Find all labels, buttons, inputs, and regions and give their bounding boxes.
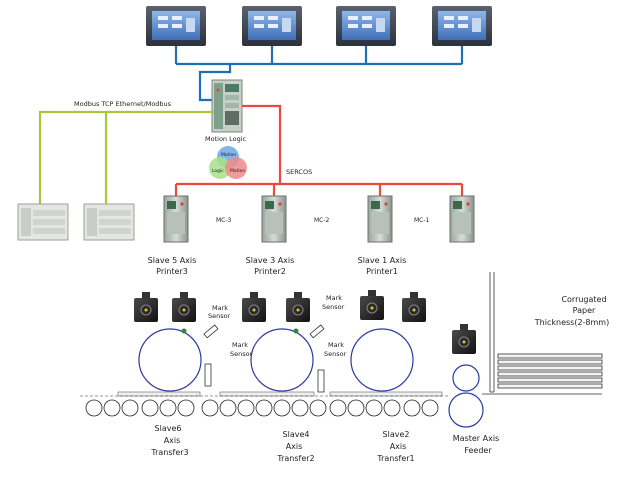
slave6-label-line1: Slave6 (155, 424, 182, 433)
transfer-rollers (85, 399, 439, 417)
transfer-roller (403, 399, 421, 417)
transfer-roller (121, 399, 139, 417)
slave1-printer-label: Printer1 (366, 267, 398, 276)
transfer-roller (159, 399, 177, 417)
hmi-panel-icon (336, 6, 396, 46)
slave2-label-line3: Transfer1 (376, 454, 414, 463)
slave5-printer-label: Printer3 (156, 267, 188, 276)
paper-label-line3: Thickness(2-8mm) (534, 318, 609, 327)
venn-left-label: Logic (212, 168, 224, 174)
paper-web (80, 391, 450, 397)
master-axis-label-line2: Feeder (464, 446, 492, 455)
hmi-panels (146, 6, 492, 46)
transfer-roller (141, 399, 159, 417)
fieldbus-line (38, 110, 214, 204)
mark-sensor-label-4a: Mark (328, 341, 344, 349)
transfer-roller (383, 399, 401, 417)
mark-sensor-label-2b: Sensor (322, 303, 345, 311)
mark-dot (181, 328, 187, 334)
transfer-roller (255, 399, 273, 417)
mark-dot (293, 328, 299, 334)
transfer-roller (85, 399, 103, 417)
transfer-roller (291, 399, 309, 417)
servo-motor-icon (360, 290, 384, 320)
transfer-roller (309, 399, 327, 417)
paper-stack (482, 272, 603, 395)
transfer-roller (201, 399, 219, 417)
venn-top-label: Motion (221, 152, 236, 158)
mark-sensor-probe (317, 369, 325, 393)
transfer-roller (347, 399, 365, 417)
fieldbus-label: Modbus TCP Ethernet/Modbus (74, 100, 172, 108)
drive-link-label-1: MC-1 (414, 217, 430, 224)
servo-drive-icon (163, 195, 189, 243)
mark-sensor-icon (309, 324, 325, 339)
controller-label: Motion Logic (205, 135, 247, 143)
slave2-label-line2: Axis (390, 442, 407, 451)
slave2-label-line1: Slave2 (383, 430, 410, 439)
slave6-label-line3: Transfer3 (150, 448, 188, 457)
mark-sensor-label-2a: Mark (326, 294, 342, 302)
motion-controller-icon (211, 79, 243, 133)
transfer-roller (103, 399, 121, 417)
mark-sensor-label-1a: Mark (212, 304, 228, 312)
transfer-roller (237, 399, 255, 417)
sercos-label: SERCOS (286, 168, 312, 176)
transfer-roller (365, 399, 383, 417)
venn-right-label: Motion (230, 168, 245, 174)
feeder-lower-roll (448, 392, 484, 428)
io-module-icon (17, 203, 69, 241)
slave3-axis-label: Slave 3 Axis (246, 256, 295, 265)
mark-sensor-label-3b: Sensor (230, 350, 253, 358)
hmi-bus (174, 46, 464, 102)
transfer-roller (177, 399, 195, 417)
slave3-printer-label: Printer2 (254, 267, 286, 276)
drive-link-label-3: MC-3 (216, 217, 232, 224)
master-axis-label-line1: Master Axis (453, 434, 499, 443)
servo-motor-icon (402, 292, 426, 322)
printing-roll-3 (138, 328, 202, 392)
transfer-roller (329, 399, 347, 417)
feeder-upper-roll (452, 364, 480, 392)
slave6-label-line2: Axis (164, 436, 181, 445)
transfer-roller (421, 399, 439, 417)
servo-motor-icon (134, 292, 158, 322)
transfer-roller (219, 399, 237, 417)
servo-motor-icon (172, 292, 196, 322)
servo-drive-icon (449, 195, 475, 243)
paper-label-line2: Paper (573, 306, 596, 315)
drive-link-label-2: MC-2 (314, 217, 330, 224)
logic-motion-venn: Motion Logic Motion (209, 146, 247, 179)
transfer-roller (273, 399, 291, 417)
servo-motor-icon (242, 292, 266, 322)
slave4-label-line1: Slave4 (283, 430, 310, 439)
paper-label-line1: Corrugated (561, 295, 606, 304)
servo-drive-icon (367, 195, 393, 243)
printing-rolls (138, 328, 484, 428)
servo-drive-icon (261, 195, 287, 243)
io-module-icon (83, 203, 135, 241)
printing-roll-1 (350, 328, 414, 392)
servo-motor-icon (452, 324, 476, 354)
mark-sensor-probe (204, 363, 212, 387)
slave5-axis-label: Slave 5 Axis (148, 256, 197, 265)
mark-sensor-icon (203, 324, 219, 339)
printing-roll-2 (250, 328, 314, 392)
servo-motors (134, 290, 476, 354)
mark-sensor-label-3a: Mark (232, 341, 248, 349)
slave4-label-line2: Axis (286, 442, 303, 451)
mark-sensor-label-1b: Sensor (208, 312, 231, 320)
hmi-panel-icon (432, 6, 492, 46)
servo-motor-icon (286, 292, 310, 322)
hmi-panel-icon (242, 6, 302, 46)
mark-sensor-label-4b: Sensor (324, 350, 347, 358)
slave4-label-line3: Transfer2 (276, 454, 314, 463)
hmi-panel-icon (146, 6, 206, 46)
slave1-axis-label: Slave 1 Axis (358, 256, 407, 265)
sercos-line (174, 104, 464, 196)
